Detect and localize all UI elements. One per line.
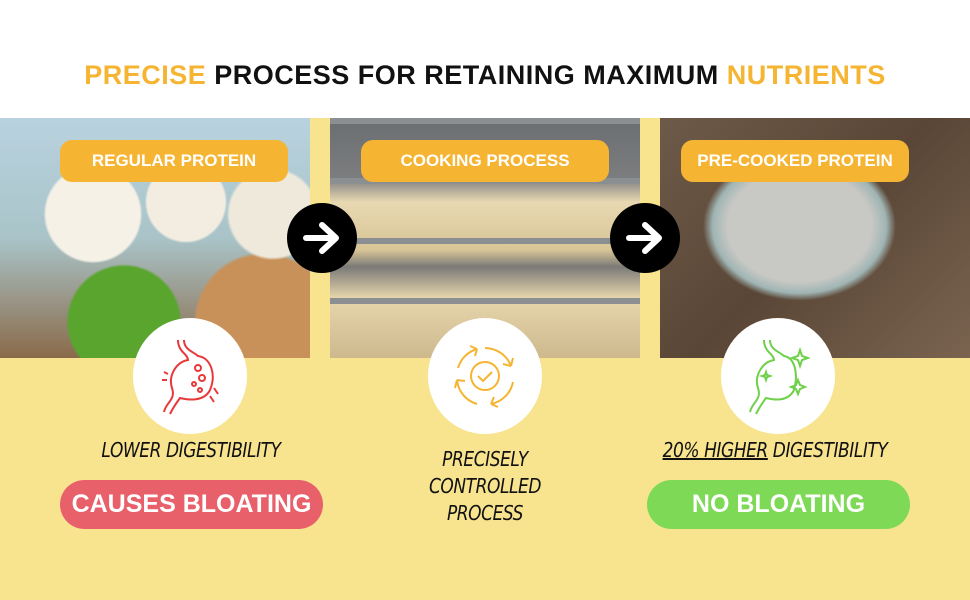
caption-line: PRECISELY [442, 447, 528, 471]
arrow-right-icon [287, 203, 357, 273]
label-cooking-process: COOKING PROCESS [361, 140, 609, 182]
page-title: PRECISE PROCESS FOR RETAINING MAXIMUM NU… [0, 60, 970, 91]
healthy-stomach-icon [721, 318, 835, 434]
label-pre-cooked-protein: PRE-COOKED PROTEIN [681, 140, 909, 182]
causes-bloating-badge: CAUSES BLOATING [60, 480, 323, 529]
caption-line: CONTROLLED [428, 474, 542, 498]
caption-higher-digestibility: 20% HIGHER DIGESTIBILITY [643, 438, 907, 462]
arrow-right-icon [610, 203, 680, 273]
label-regular-protein: REGULAR PROTEIN [60, 140, 288, 182]
cycle-check-icon [428, 318, 542, 434]
caption-line: PROCESS [446, 501, 524, 525]
caption-emphasis: 20% HIGHER [662, 438, 769, 462]
caption-rest: DIGESTIBILITY [767, 438, 888, 462]
bloated-stomach-icon [133, 318, 247, 434]
header [0, 0, 970, 118]
no-bloating-badge: NO BLOATING [647, 480, 910, 529]
caption-lower-digestibility: LOWER DIGESTIBILITY [101, 438, 281, 462]
caption-precisely-controlled: PRECISELY CONTROLLED PROCESS [400, 446, 570, 527]
title-middle: PROCESS FOR RETAINING MAXIMUM [206, 60, 727, 90]
title-highlight: NUTRIENTS [726, 60, 886, 90]
title-highlight: PRECISE [84, 60, 207, 90]
